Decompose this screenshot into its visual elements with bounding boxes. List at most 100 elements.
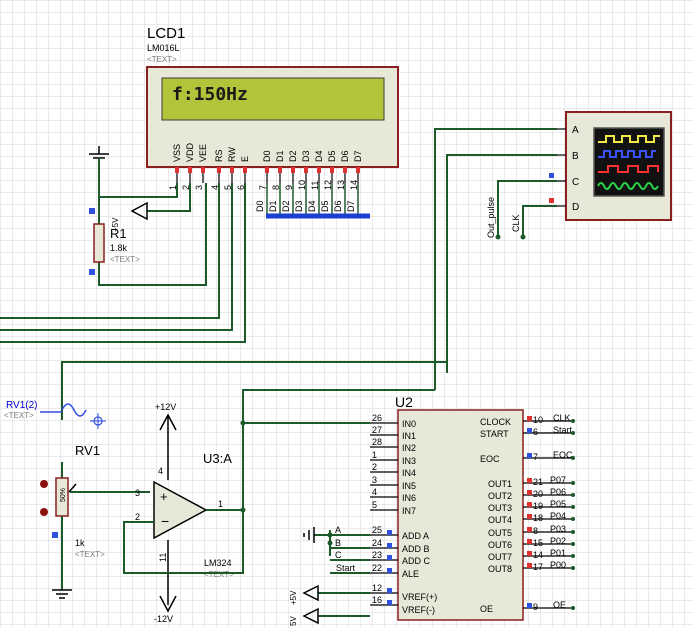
lcd-pin-number-10: 11 [310, 181, 320, 190]
u2-right-pin-name-14: OUT7 [488, 552, 512, 562]
u2-left-pin-number-28: 28 [372, 437, 382, 447]
lcd-pin-stub-8 [291, 167, 295, 173]
opamp-pin-3: 3 [135, 488, 140, 498]
rv1-pin [52, 532, 58, 538]
u2-right-net-dot-17 [571, 566, 575, 570]
u2-left-pin-name-23: ADD C [402, 556, 431, 566]
wire-e [0, 183, 246, 343]
u2-right-pin-number-7: 7 [533, 452, 538, 462]
scope-channel-C: C [572, 177, 579, 188]
r1-pin-top [89, 208, 95, 214]
wire-rv1-to-scope-b [61, 361, 448, 420]
u2-left-pin-number-26: 26 [372, 413, 382, 423]
lcd-pin-number-6: 7 [258, 185, 268, 190]
u2-addr-net-25: A [335, 525, 341, 535]
opamp-component[interactable]: +12V 4 + − 3 2 1 U3:A LM324 <TEXT> 11 -1… [123, 402, 246, 624]
u2-right-pin-number-17: 17 [533, 562, 543, 572]
opamp-plus-sign: + [160, 489, 168, 504]
lcd-pin-stub-2 [201, 167, 205, 173]
u2-right-net-14: P01 [550, 548, 566, 558]
u2-left-pin-name-3: IN5 [402, 481, 416, 491]
u2-right-pin-marker-7 [527, 453, 532, 458]
u2-body [397, 409, 524, 621]
u2-left-pin-number-27: 27 [372, 425, 382, 435]
lcd-pin-name-12: D6 [340, 150, 350, 162]
u2-left-pin-number-24: 24 [372, 538, 382, 548]
u2-left-pin-name-1: IN3 [402, 456, 416, 466]
rv1-percent: 50% [60, 488, 67, 502]
rv1-component[interactable]: RV1(2) <TEXT> RV1 50% 1k <TEXT> [4, 400, 150, 599]
scope-trace-a [598, 135, 660, 143]
u2-right-pin-number-15: 15 [533, 538, 543, 548]
u2-right-net-9: OE [553, 600, 566, 610]
u2-component[interactable]: U2 26IN027IN128IN21IN32IN43IN54IN65IN725… [330, 394, 575, 621]
u2-left-pin-marker-24 [387, 543, 392, 548]
wire-vdd [147, 183, 191, 212]
rv1-value: 1k [75, 538, 85, 548]
lcd-pin-stub-3 [217, 167, 221, 173]
u2-right-net-6: Start [553, 425, 573, 435]
u2-right-net-dot-21 [571, 481, 575, 485]
u2-right-pin-marker-18 [527, 514, 532, 519]
lcd-pin-number-1: 2 [181, 185, 191, 190]
rv1-adjust-down[interactable] [40, 508, 48, 516]
u2-left-pin-name-12: VREF(+) [402, 592, 437, 602]
u2-left-pin-number-25: 25 [372, 525, 382, 535]
lcd-pin-name-9: D3 [301, 150, 311, 162]
u2-left-pin-number-2: 2 [372, 462, 377, 472]
u2-left-pin-marker-22 [387, 568, 392, 573]
scope-trace-b [598, 150, 656, 158]
lcd-bus-label-0: D0 [255, 200, 265, 212]
rv1-adjust-up[interactable] [40, 480, 48, 488]
u2-addr-net-24: B [335, 538, 341, 548]
u2-left-pin-name-27: IN1 [402, 431, 416, 441]
lcd-bus-label-2: D2 [281, 200, 291, 212]
u2-right-pin-name-17: OUT8 [488, 564, 512, 574]
u2-right-pin-number-10: 10 [533, 415, 543, 425]
lcd-pin-name-11: D5 [327, 150, 337, 162]
lcd-bus-label-5: D5 [320, 200, 330, 212]
scope-probe-clk: CLK [511, 214, 521, 232]
u2-left-pin-name-2: IN4 [402, 468, 416, 478]
opamp-pin-4: 4 [158, 466, 163, 476]
vref-supply-label: +5V [289, 590, 298, 605]
lcd-pin-name-0: VSS [172, 144, 182, 162]
wire-rs [0, 183, 220, 319]
wire-scope-c [497, 180, 557, 237]
supply-5v-vdd: +5V [111, 201, 148, 232]
u2-right-net-dot-10 [571, 419, 575, 423]
wire-vss [98, 158, 178, 198]
lcd-pin-stub-10 [317, 167, 321, 173]
scope-channel-A: A [572, 125, 579, 136]
lcd-pin-name-13: D7 [353, 150, 363, 162]
lcd-wiring [0, 146, 246, 343]
u2-right-pin-name-15: OUT6 [488, 540, 512, 550]
u2-right-pin-number-8: 8 [533, 526, 538, 536]
arrow-left-icon-vref2 [302, 607, 319, 625]
lcd-pin-name-6: D0 [262, 150, 272, 162]
lcd-pin-name-5: E [240, 156, 250, 162]
u2-right-net-20: P06 [550, 487, 566, 497]
u2-right-pin-number-21: 21 [533, 477, 543, 487]
lcd-pin-number-8: 9 [284, 185, 294, 190]
u2-left-pin-marker-12 [387, 588, 392, 593]
r1-component[interactable]: R1 1.8k <TEXT> [89, 208, 140, 275]
scope-channel-marker-C [549, 173, 554, 178]
u2-left-pin-number-3: 3 [372, 475, 377, 485]
lcd-pin-name-7: D1 [275, 150, 285, 162]
u2-right-net-7: EOC [553, 450, 573, 460]
u2-left-pin-name-16: VREF(-) [402, 605, 435, 615]
lcd-pin-name-10: D4 [314, 150, 324, 162]
opamp-triangle [153, 480, 208, 540]
lcd-pin-number-3: 4 [210, 185, 220, 190]
u2-left-pin-number-16: 16 [372, 595, 382, 605]
u2-right-pin-marker-9 [527, 603, 532, 608]
u2-right-pin-name-18: OUT4 [488, 515, 512, 525]
rv1-name: RV1 [75, 443, 100, 458]
